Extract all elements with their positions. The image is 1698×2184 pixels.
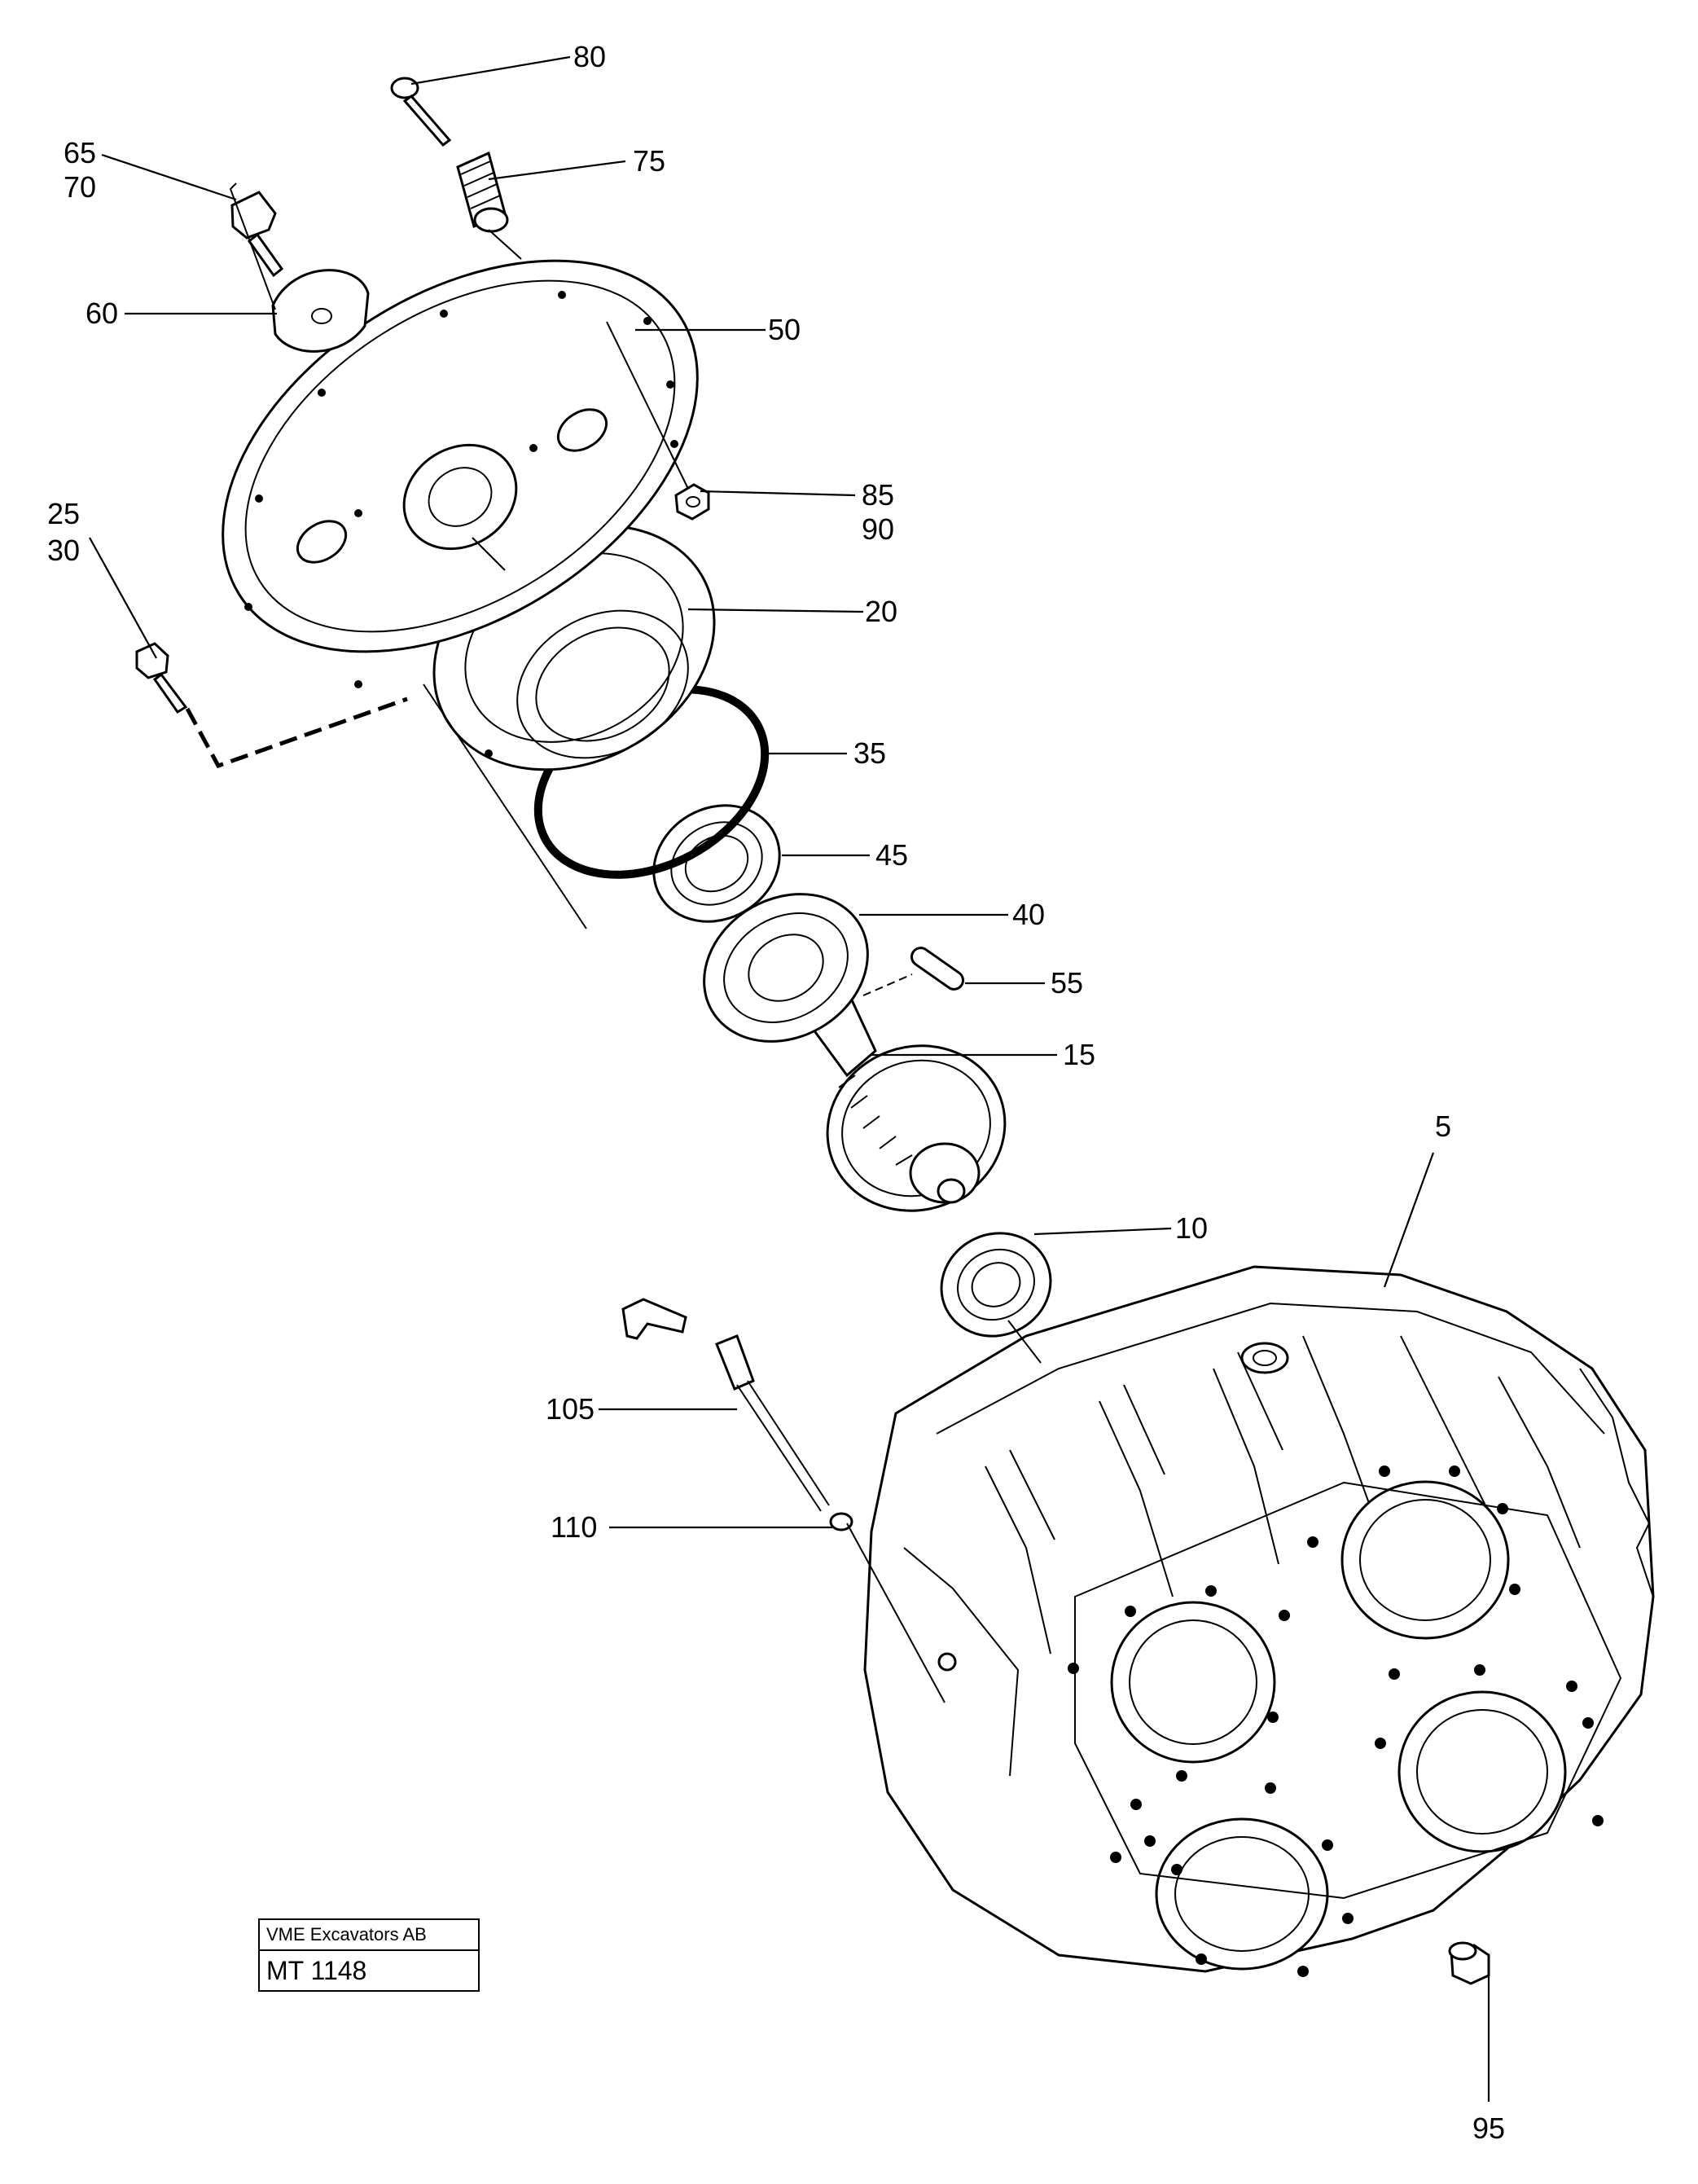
assembly-lines — [229, 182, 946, 1703]
callout-90: 90 — [862, 512, 894, 546]
part-10-bearing — [940, 1232, 1052, 1364]
part-110-o-ring — [829, 1512, 853, 1531]
callout-65: 65 — [64, 136, 96, 169]
callout-25: 25 — [47, 497, 80, 530]
part-65-70-screw — [230, 191, 284, 278]
callout-95: 95 — [1472, 2111, 1505, 2145]
callout-20: 20 — [865, 595, 897, 628]
callout-70: 70 — [64, 170, 96, 204]
callout-10: 10 — [1175, 1211, 1208, 1245]
callout-50: 50 — [768, 313, 801, 346]
callout-60: 60 — [86, 297, 118, 330]
part-25-30-bolt — [135, 642, 408, 769]
part-45-seal — [652, 804, 781, 923]
callout-80: 80 — [573, 40, 606, 73]
callout-85: 85 — [862, 478, 894, 512]
part-75-valve — [456, 151, 509, 233]
callout-15: 15 — [1063, 1038, 1095, 1071]
part-55-key — [862, 947, 964, 996]
callout-45: 45 — [875, 838, 908, 872]
part-5-housing — [863, 1265, 1655, 1977]
callouts: 5 10 15 20 25 30 35 40 45 50 55 60 65 70… — [47, 40, 1505, 2145]
part-105-sensor — [621, 1298, 830, 1512]
leader-lines — [89, 55, 1490, 2102]
part-60-washer — [271, 269, 370, 353]
part-50-cover-flange — [222, 259, 699, 758]
callout-35: 35 — [853, 736, 886, 770]
drawing-number: MT 1148 — [266, 1956, 367, 1985]
callout-40: 40 — [1012, 898, 1045, 931]
part-15-gear-shaft — [800, 987, 1007, 1212]
callout-105: 105 — [546, 1392, 595, 1426]
callout-5: 5 — [1435, 1110, 1451, 1143]
part-95-plug — [1448, 1941, 1490, 1985]
callout-110: 110 — [551, 1510, 597, 1544]
part-80-pin — [390, 77, 452, 147]
part-85-90-nut — [674, 483, 710, 521]
company-name: VME Excavators AB — [260, 1920, 478, 1951]
callout-55: 55 — [1051, 966, 1083, 1000]
callout-75: 75 — [633, 144, 665, 178]
callout-30: 30 — [47, 534, 80, 567]
title-block: VME Excavators AB MT 1148 — [258, 1918, 480, 1992]
